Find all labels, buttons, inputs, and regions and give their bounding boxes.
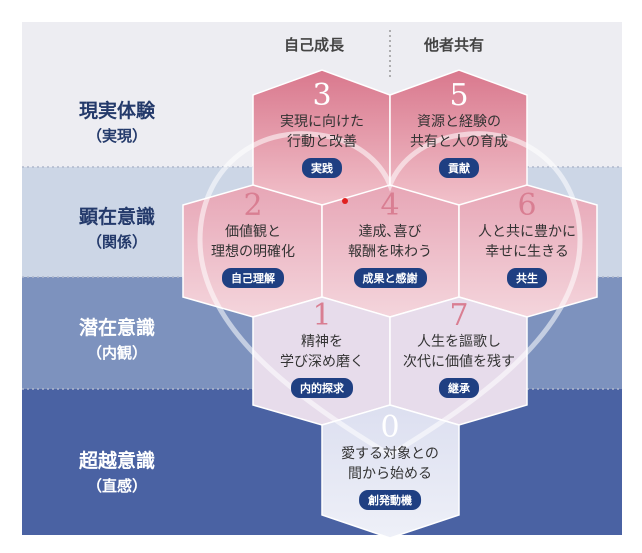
hex-description: 価値観と [225,224,281,240]
hex-tag: 創発動機 [359,490,421,510]
hex-description: 幸せに生きる [485,244,569,260]
hex-number: 4 [380,188,400,223]
hex-description: 理想の明確化 [211,244,295,260]
hex-2-content: 2 価値観と 理想の明確化 自己理解 [211,190,295,288]
hex-description: 人と共に豊かに [478,224,576,240]
hex-number: 7 [449,298,469,333]
hex-tag: 内的探求 [291,378,353,398]
band-subtitle: （関係） [86,232,147,251]
hex-number: 0 [380,410,400,445]
band-title: 現実体験 [78,100,155,122]
hex-tag: 貢献 [439,158,479,178]
band-subtitle: （内観） [86,343,147,362]
hex-number: 5 [449,78,469,113]
hex-number: 3 [312,78,332,113]
band-label-transcendent: 超越意識 （直感） [22,448,212,497]
hex-7-content: 7 人生を謳歌し 次代に価値を残す 継承 [403,300,515,398]
band-label-real: 現実体験 （実現） [22,98,212,147]
hex-description: 行動と改善 [287,134,357,150]
hex-6-content: 6 人と共に豊かに 幸せに生きる 共生 [478,190,576,288]
heart-outline [197,131,583,458]
band-subtitle: （実現） [86,126,147,145]
hex-description: 実現に向けた [280,114,364,130]
hex-1-content: 1 精神を 学び深め磨く 内的探求 [280,300,364,398]
hex-tag: 共生 [507,268,547,288]
band-label-conscious: 顕在意識 （関係） [22,204,212,253]
band-title: 超越意識 [78,450,155,472]
hex-description: 愛する対象との [341,446,439,462]
column-head-self-growth: 自己成長 [284,36,345,54]
hex-description: 報酬を味わう [348,244,432,260]
hex-number: 2 [243,188,263,223]
hex-description: 次代に価値を残す [403,354,515,370]
band-label-subconscious: 潜在意識 （内観） [22,315,212,364]
hex-5-content: 5 資源と経験の 共有と人の育成 貢献 [410,80,508,178]
hex-tag: 実践 [302,158,342,178]
hex-description: 精神を [301,334,343,350]
hex-description: 人生を謳歌し [417,334,501,350]
hex-description: 間から始める [348,466,432,482]
band-title: 顕在意識 [78,206,155,228]
red-dot-marker [342,198,348,204]
hex-description: 達成､喜び [358,224,422,240]
hex-description: 共有と人の育成 [410,134,508,150]
hex-4-content: 4 達成､喜び 報酬を味わう 成果と感謝 [348,190,432,288]
hex-0-content: 0 愛する対象との 間から始める 創発動機 [341,412,439,510]
hex-description: 学び深め磨く [280,354,364,370]
hex-0 [321,404,460,539]
hex-tag: 成果と感謝 [353,268,427,288]
band-title: 潜在意識 [78,317,155,339]
hex-description: 資源と経験の [417,114,501,130]
hex-number: 1 [312,298,332,333]
hex-tag: 自己理解 [222,268,284,288]
band-subtitle: （直感） [86,476,147,495]
hex-3-content: 3 実現に向けた 行動と改善 実践 [280,80,364,178]
hex-number: 6 [517,188,537,223]
column-head-sharing: 他者共有 [424,36,485,54]
hex-tag: 継承 [439,378,479,398]
